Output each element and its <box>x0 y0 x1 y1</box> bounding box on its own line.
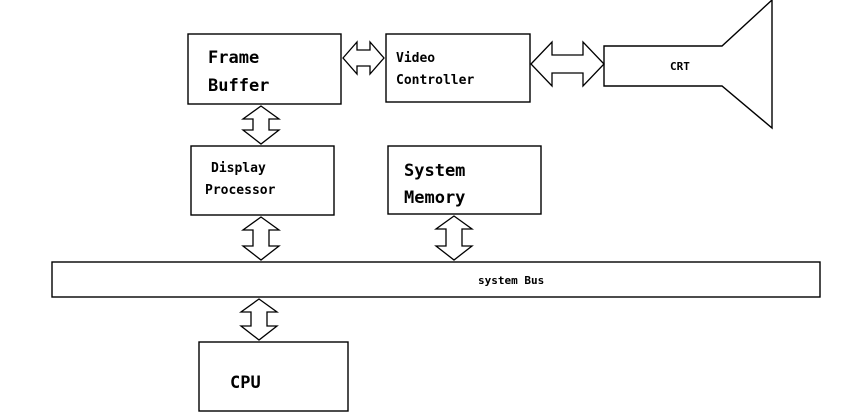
cpu-label: CPU <box>230 373 261 393</box>
system-memory-bus-arrow <box>433 215 475 261</box>
system-bus-label: system Bus <box>478 274 544 287</box>
frame-buffer-display-processor-arrow <box>240 105 282 145</box>
frame-buffer-block: Frame Buffer <box>187 33 342 105</box>
display-processor-label-line1: Display <box>211 161 266 176</box>
video-controller-block: Video Controller <box>385 33 531 103</box>
system-memory-label-line2: Memory <box>404 188 465 208</box>
system-bus: system Bus <box>51 261 821 298</box>
display-processor-label-line2: Processor <box>205 183 276 198</box>
frame-buffer-video-controller-arrow <box>342 40 385 76</box>
frame-buffer-label-line2: Buffer <box>208 76 269 96</box>
display-processor-bus-arrow <box>240 216 282 261</box>
video-controller-crt-arrow <box>530 40 605 88</box>
display-processor-block: Display Processor <box>190 145 335 216</box>
video-controller-label-line1: Video <box>396 51 435 66</box>
crt-display: CRT <box>603 0 773 130</box>
system-memory-block: System Memory <box>387 145 542 215</box>
video-controller-label-line2: Controller <box>396 73 474 88</box>
cpu-block: CPU <box>198 341 349 412</box>
frame-buffer-label-line1: Frame <box>208 48 259 68</box>
system-memory-label-line1: System <box>404 161 465 181</box>
crt-label: CRT <box>670 60 690 73</box>
bus-cpu-arrow <box>238 298 280 341</box>
